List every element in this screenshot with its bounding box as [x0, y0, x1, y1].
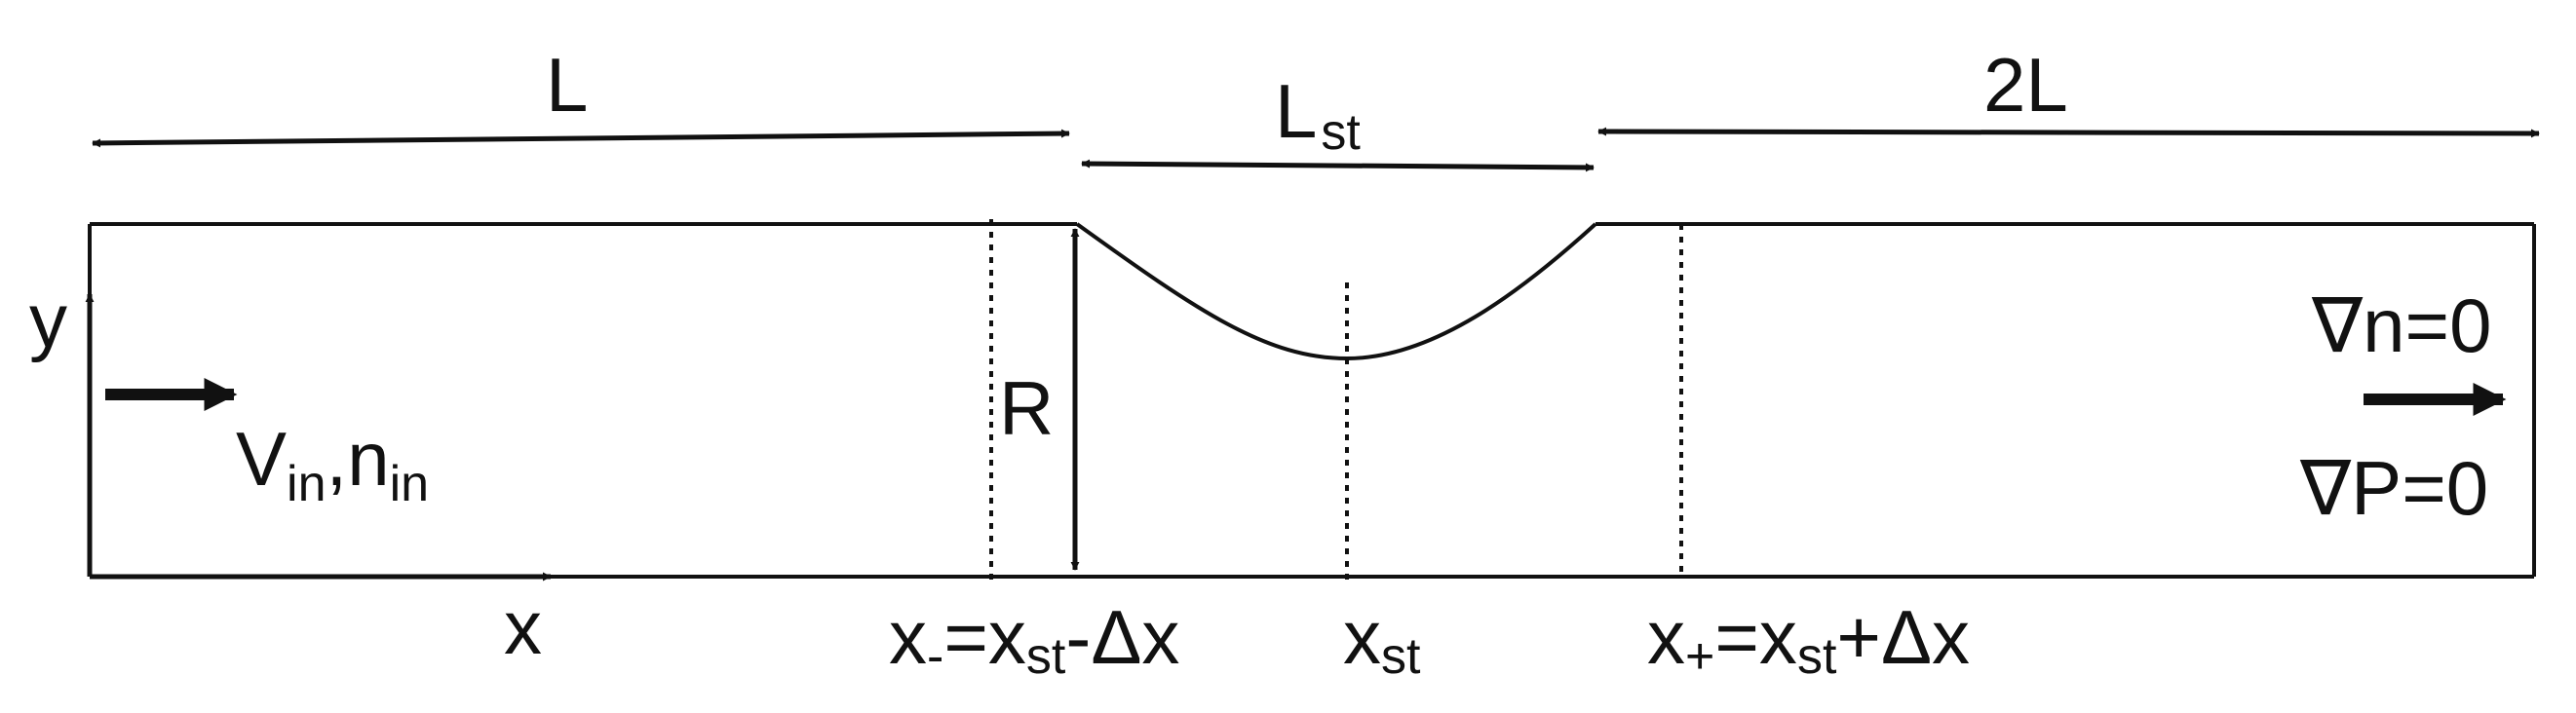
- reference-lines: [989, 219, 1683, 584]
- inlet-length-arrow: [92, 129, 1070, 148]
- x-st-label: xst: [1343, 599, 1420, 682]
- stenosis-length-label: Lst: [1275, 73, 1361, 158]
- x-minus-label: x-=xst-Δx: [889, 599, 1179, 682]
- x-minus-eq: =x: [943, 594, 1026, 680]
- outlet-condition-pressure: ∇P=0: [2300, 445, 2489, 531]
- x-minus-main: x: [889, 594, 927, 680]
- x-plus-eq: =x: [1714, 594, 1797, 680]
- inlet-velocity-main: V: [236, 416, 288, 502]
- dimension-arrows: [92, 127, 2540, 571]
- flow-arrows: [105, 378, 2507, 416]
- radius-label: R: [999, 365, 1055, 451]
- x-st-main: x: [1343, 594, 1381, 680]
- inlet-separator: ,: [326, 416, 348, 502]
- stenosis-length-main: L: [1275, 68, 1318, 154]
- stenosis-length-sub: st: [1321, 104, 1361, 161]
- stenosis-length-arrow: [1081, 159, 1595, 172]
- outlet-condition-density: ∇n=0: [2312, 282, 2492, 368]
- x-minus-rest: -Δx: [1065, 594, 1180, 680]
- inlet-velocity-sub: in: [287, 456, 327, 512]
- x-plus-rest: +Δx: [1836, 594, 1971, 680]
- x-plus-eq-sub: st: [1796, 628, 1837, 685]
- outlet-length-arrow: [1597, 127, 2540, 138]
- inlet-condition-label: Vin,nin: [236, 421, 429, 509]
- x-minus-eq-sub: st: [1025, 628, 1066, 685]
- x-plus-label: x+=xst+Δx: [1647, 599, 1970, 682]
- x-plus-sub: +: [1685, 628, 1715, 685]
- x-axis-label: x: [504, 584, 542, 670]
- x-plus-main: x: [1647, 594, 1685, 680]
- x-minus-sub: -: [927, 628, 944, 685]
- inlet-length-label: L: [546, 42, 589, 128]
- x-st-sub: st: [1381, 628, 1421, 685]
- y-axis-label: y: [29, 278, 67, 363]
- inlet-density-main: n: [347, 416, 390, 502]
- vessel-outline: [88, 222, 2536, 579]
- inlet-density-sub: in: [389, 456, 430, 512]
- outlet-length-label: 2L: [1983, 42, 2068, 128]
- stenosis-curve: [1075, 222, 1597, 361]
- axes: [85, 293, 552, 582]
